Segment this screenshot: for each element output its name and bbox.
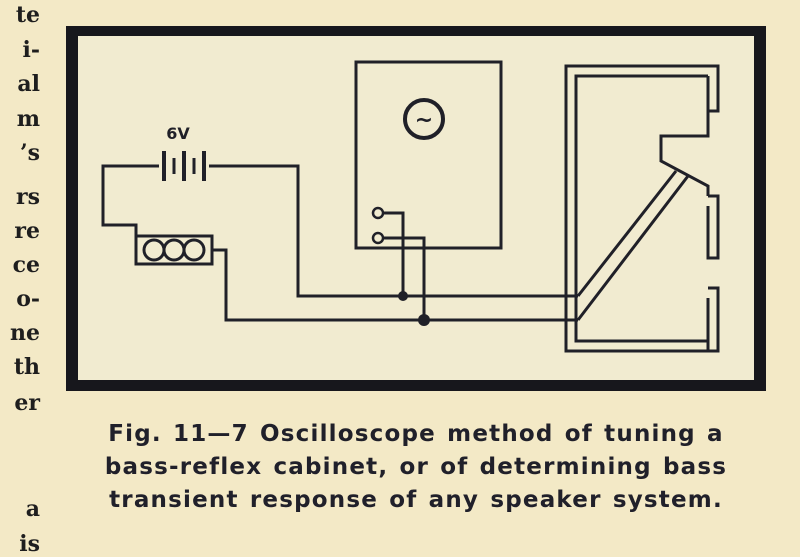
oscilloscope: ~ — [354, 60, 503, 250]
junction-dot — [398, 291, 408, 301]
adjacent-column-text: te i- al m ’s rs re ce o- ne th er a is — [0, 0, 40, 555]
caption-line-1: Fig. 11—7 Oscilloscope method of tuning … — [108, 421, 724, 447]
oscilloscope-case — [354, 60, 503, 250]
oscilloscope-screen — [403, 98, 445, 140]
scope-terminal-2 — [371, 231, 385, 245]
speaker-lead-1 — [576, 170, 678, 297]
scope-terminal-1 — [371, 206, 385, 220]
scope-terminal-wire-2 — [383, 236, 426, 320]
battery-symbol — [162, 151, 206, 181]
text-fragment: i- — [22, 37, 41, 63]
figure-caption: Fig. 11—7 Oscilloscope method of tuning … — [66, 418, 766, 517]
junction-dot — [418, 314, 430, 326]
text-fragment: rs — [16, 184, 40, 210]
text-fragment: o- — [16, 286, 40, 312]
caption-line-3: transient response of any speaker system… — [109, 487, 723, 513]
text-fragment: er — [14, 390, 40, 416]
text-fragment: a — [25, 496, 40, 522]
text-fragment: ne — [10, 320, 40, 346]
figure-panel — [78, 36, 754, 380]
text-fragment: ce — [12, 252, 40, 278]
circuit-wires — [101, 164, 690, 322]
scope-terminal-wire-1 — [383, 211, 405, 296]
text-fragment: te — [15, 2, 40, 28]
waveform-icon: ~ — [415, 108, 433, 133]
coil-symbol — [134, 234, 214, 266]
text-fragment: al — [17, 71, 40, 97]
battery-left-wire — [101, 164, 159, 238]
battery-right-wire — [209, 164, 578, 298]
circuit-diagram: 6V ~ — [66, 26, 766, 391]
text-fragment: is — [19, 531, 40, 557]
bass-reflex-cabinet — [564, 64, 720, 353]
text-fragment: th — [13, 354, 40, 380]
coil-return-wire — [212, 248, 578, 322]
circuit-diagram-figure: 6V ~ — [66, 26, 766, 391]
text-fragment: ’s — [19, 140, 40, 166]
speaker-lead-2 — [576, 175, 690, 321]
text-fragment: re — [14, 218, 40, 244]
battery-label: 6V — [166, 124, 190, 143]
text-fragment: m — [16, 106, 40, 132]
caption-line-2: bass-reflex cabinet, or of determining b… — [104, 454, 728, 480]
